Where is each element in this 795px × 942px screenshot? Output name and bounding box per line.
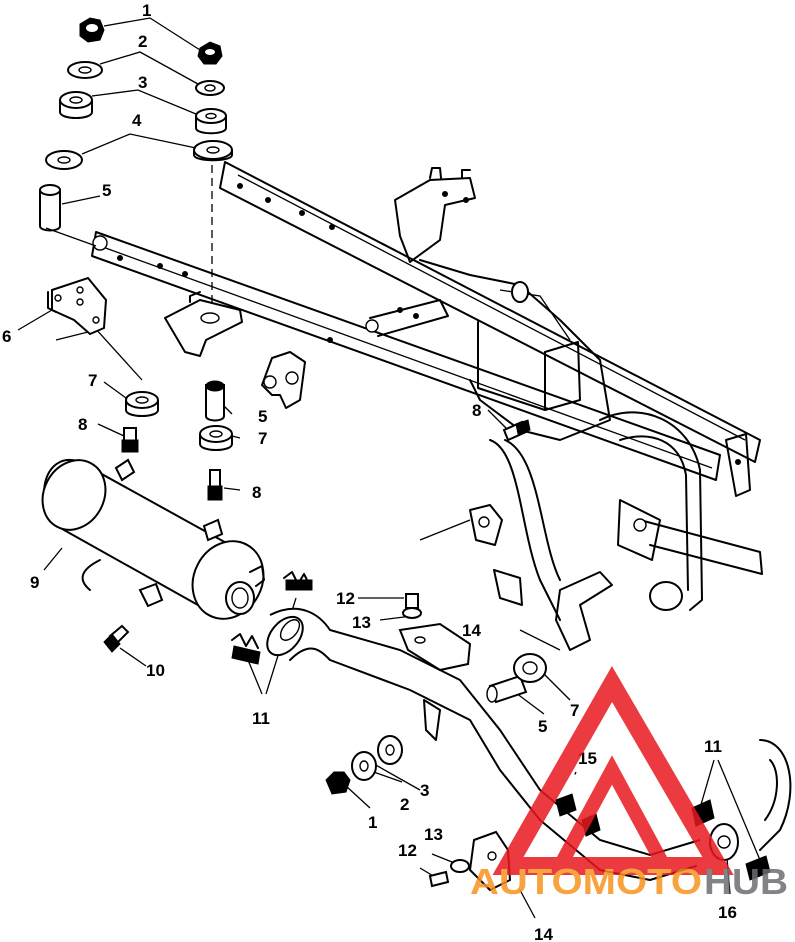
callout-8-left: 8	[78, 415, 87, 434]
callout-7-center: 7	[258, 429, 267, 448]
callout-14-lower: 14	[534, 925, 553, 942]
left-mount-stack	[39, 17, 105, 232]
bolt-8-center	[207, 469, 223, 501]
bolt-8-left	[121, 427, 139, 453]
callout-6: 6	[2, 327, 11, 346]
bolt-10	[103, 624, 130, 653]
callouts: 1 2 3 4 5 6 7 8 5 7 8 8 9 10 11 12 13 14…	[2, 1, 737, 942]
callout-16: 16	[718, 903, 737, 922]
springs-11-left	[231, 571, 313, 665]
automotohub-watermark: AUTOMOTO HUB	[470, 665, 788, 902]
callout-8-right: 8	[472, 401, 481, 420]
callout-12-lower: 12	[398, 841, 417, 860]
callout-5-right: 5	[538, 717, 547, 736]
sleeve-5-right	[486, 674, 528, 704]
callout-10: 10	[146, 661, 165, 680]
callout-3-lower: 3	[420, 781, 429, 800]
callout-7-left: 7	[88, 371, 97, 390]
callout-13-lower: 13	[424, 825, 443, 844]
frame	[91, 161, 763, 651]
watermark-text-hub: HUB	[704, 861, 788, 902]
callout-2-top: 2	[138, 32, 147, 51]
grommet-7-right	[513, 653, 547, 683]
callout-15: 15	[578, 749, 597, 768]
callout-11-left: 11	[252, 709, 270, 728]
callout-8-center: 8	[252, 483, 261, 502]
grommet-7-center	[199, 425, 233, 451]
right-mount-stack	[193, 41, 233, 305]
watermark-text-automoto: AUTOMOTO	[470, 861, 702, 902]
callout-9: 9	[30, 573, 39, 592]
callout-4-top: 4	[132, 111, 142, 130]
callout-5-top: 5	[102, 181, 111, 200]
callout-5-center: 5	[258, 407, 267, 426]
watermark-logo	[492, 665, 734, 875]
grommet-7-left	[125, 391, 159, 417]
sleeve-5-center	[205, 380, 225, 422]
lower-stack	[325, 735, 403, 795]
mount-bracket-6	[47, 276, 108, 336]
callout-7-right: 7	[570, 701, 579, 720]
bolt-8-right	[502, 419, 531, 442]
callout-14-top: 14	[462, 621, 481, 640]
callout-1-top: 1	[142, 1, 151, 20]
callout-11-right: 11	[704, 737, 722, 756]
callout-3-top: 3	[138, 73, 147, 92]
callout-2-lower: 2	[400, 795, 409, 814]
muffler-9	[41, 458, 265, 620]
callout-13-top: 13	[352, 613, 371, 632]
callout-12-top: 12	[336, 589, 355, 608]
bracket-14-upper	[398, 593, 472, 672]
callout-1-lower: 1	[368, 813, 377, 832]
bracket-14-lower	[428, 830, 512, 892]
